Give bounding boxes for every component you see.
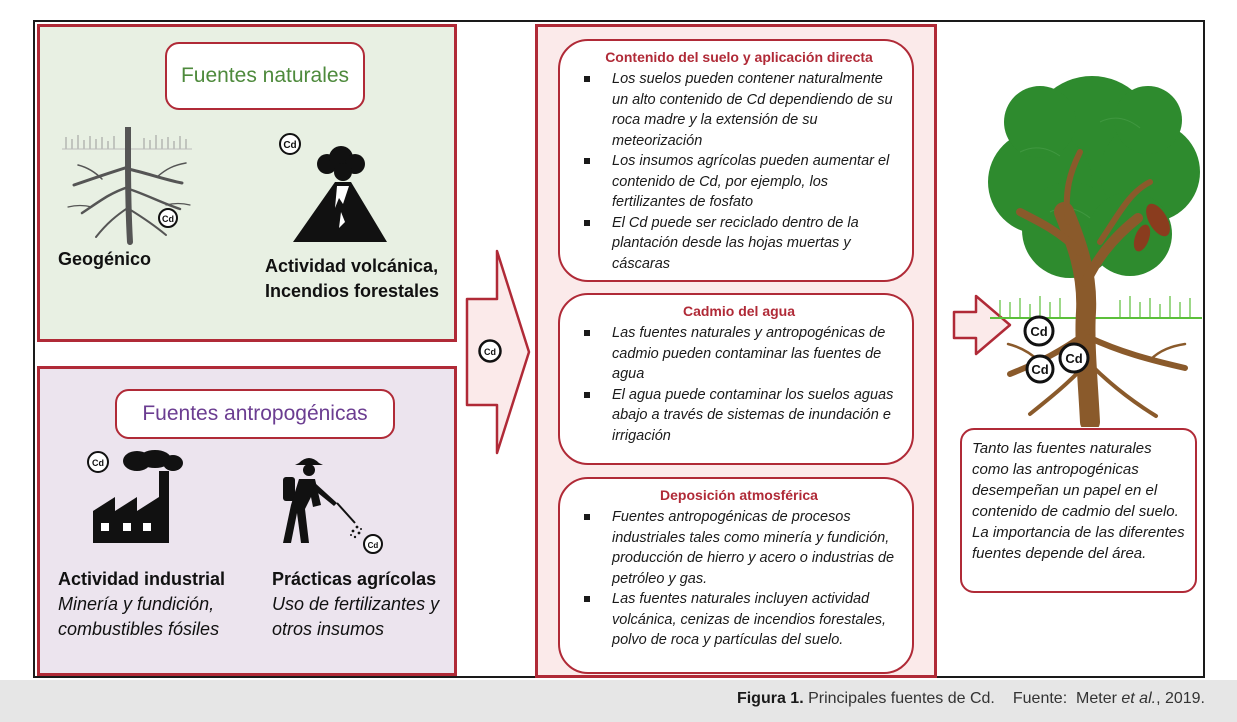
water-item: El agua puede contaminar los suelos agua… — [580, 385, 898, 447]
svg-text:Cd: Cd — [1030, 324, 1047, 339]
atmos-item: Fuentes antropogénicas de procesos indus… — [580, 507, 898, 589]
natural-sources-panel: Fuentes naturales — [37, 24, 457, 342]
figure-label: Figura 1. — [736, 690, 804, 707]
water-item: Las fuentes naturales y antropogénicas d… — [580, 323, 898, 385]
industrial-caption: Actividad industrial Minería y fundición… — [58, 569, 226, 639]
source-year: , 2019. — [1156, 690, 1205, 707]
arrow-to-tree-icon — [952, 294, 1012, 356]
cd-icon-arrow: Cd — [478, 339, 502, 363]
soil-item: Los suelos pueden contener naturalmente … — [580, 69, 898, 151]
pathways-panel: Contenido del suelo y aplicación directa… — [535, 24, 937, 678]
svg-text:Cd: Cd — [1065, 351, 1082, 366]
figure: Fuentes naturales — [0, 0, 1237, 680]
figure-title: Principales fuentes de Cd. — [808, 690, 995, 707]
farmer-spraying-icon — [283, 458, 362, 543]
svg-text:Cd: Cd — [283, 140, 296, 151]
geogenic-label: Geogénico — [58, 249, 152, 269]
svg-text:Cd: Cd — [1031, 362, 1048, 377]
svg-text:Cd: Cd — [162, 214, 174, 224]
svg-text:Cd: Cd — [92, 458, 104, 468]
atmos-box-title: Deposición atmosférica — [660, 487, 818, 503]
cd-icon-factory: Cd — [87, 451, 109, 473]
diagram-frame: Fuentes naturales — [33, 20, 1205, 678]
svg-text:Cd: Cd — [368, 541, 379, 550]
anthropogenic-sources-panel: Fuentes antropogénicas Cd — [37, 366, 457, 676]
atmospheric-deposition-box: Deposición atmosférica Fuentes antropogé… — [558, 477, 914, 674]
factory-icon — [93, 450, 183, 543]
cd-icons-tree: Cd Cd Cd — [1023, 315, 1090, 384]
source-etal: et al. — [1121, 690, 1157, 707]
soil-item: El Cd puede ser reciclado dentro de la p… — [580, 213, 898, 275]
anthropogenic-sources-title: Fuentes antropogénicas — [115, 389, 395, 439]
atmos-item: Las fuentes naturales incluyen actividad… — [580, 589, 898, 651]
source-prefix: Fuente: Meter — [1012, 690, 1122, 707]
cd-icon-roots: Cd — [158, 208, 178, 228]
water-box-title: Cadmio del agua — [682, 303, 796, 319]
natural-sources-title: Fuentes naturales — [165, 42, 365, 110]
figure-caption: Figura 1. Principales fuentes de Cd. Fuen… — [737, 690, 1205, 708]
roots-icon — [62, 127, 192, 245]
summary-note: Tanto las fuentes naturales como las ant… — [960, 428, 1197, 593]
cd-icon-farmer: Cd — [363, 534, 383, 554]
cd-icon-volcano: Cd — [279, 133, 301, 155]
volcano-icon — [293, 146, 387, 242]
agricultural-caption: Prácticas agrícolas Uso de fertilizantes… — [272, 569, 440, 639]
volcanic-label: Actividad volcánica, Incendios forestale… — [265, 256, 440, 301]
soil-box-title: Contenido del suelo y aplicación directa — [605, 49, 873, 65]
soil-item: Los insumos agrícolas pueden aumentar el… — [580, 151, 898, 213]
svg-text:Cd: Cd — [484, 347, 496, 357]
water-cadmium-box: Cadmio del agua Las fuentes naturales y … — [558, 293, 914, 465]
soil-application-box: Contenido del suelo y aplicación directa… — [558, 39, 914, 282]
cacao-tree-icon — [988, 76, 1202, 427]
